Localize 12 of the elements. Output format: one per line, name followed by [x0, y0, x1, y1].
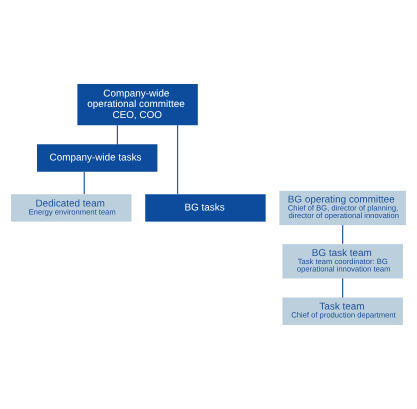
- connector: [342, 278, 344, 298]
- node-box: Dedicated team Energy environment team: [11, 194, 132, 222]
- connector: [177, 125, 178, 194]
- node-box: BG operating committee Chief of BG, director of planning, director of operational innovation: [279, 190, 406, 226]
- node-box: BG tasks: [145, 194, 266, 222]
- connector: [116, 125, 118, 144]
- connector: [342, 225, 344, 244]
- node-box: Task team Chief of production department: [282, 298, 403, 325]
- node-box: Company-wide tasks: [36, 144, 158, 172]
- connector: [84, 172, 85, 194]
- node-box: Company-wide operational committee CEO, COO: [77, 84, 198, 126]
- node-box: BG task team Task team coordinator: BG operational innovation team: [282, 244, 403, 278]
